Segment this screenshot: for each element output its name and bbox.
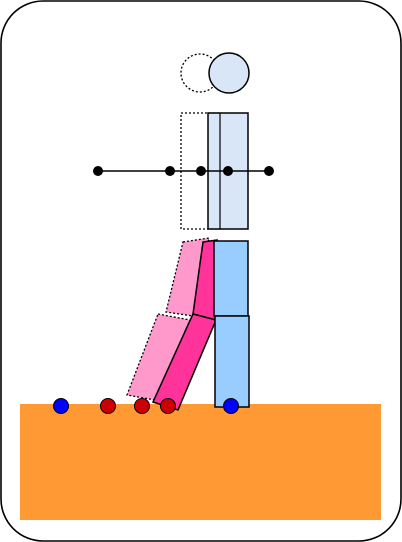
stance-upper-leg <box>213 240 249 317</box>
joint-dot <box>196 166 206 176</box>
swing-lower-leg <box>151 313 218 411</box>
foot-marker-red <box>160 398 176 414</box>
ghost-swing-lower-leg <box>126 313 191 401</box>
foot-marker-red <box>134 398 150 414</box>
stance-lower-leg <box>214 315 250 408</box>
joint-dot <box>93 166 103 176</box>
joint-dot <box>264 166 274 176</box>
joint-dot <box>223 166 233 176</box>
head <box>208 52 250 94</box>
ground-block <box>20 404 381 520</box>
foot-marker-blue <box>53 398 69 414</box>
foot-marker-blue <box>223 398 239 414</box>
joint-dot <box>165 166 175 176</box>
foot-marker-red <box>100 398 116 414</box>
